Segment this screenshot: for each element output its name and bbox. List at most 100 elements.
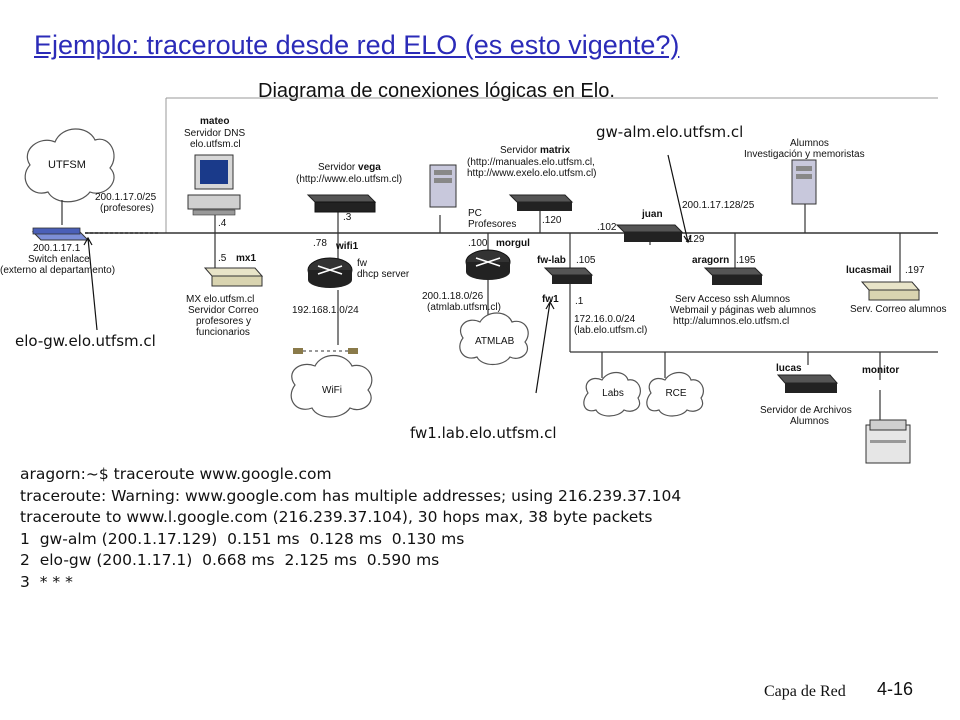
console-line: 2 elo-gw (200.1.17.1) 0.668 ms 2.125 ms … — [20, 551, 440, 569]
mateo-line2: elo.utfsm.cl — [190, 139, 241, 150]
mx1-line2: Servidor Correo — [188, 305, 259, 316]
juan-ip2: .129 — [685, 234, 705, 245]
lucasmail-name: lucasmail — [846, 265, 892, 276]
console-line: aragorn:~$ traceroute www.google.com — [20, 465, 332, 483]
morgul-ip: .100 — [468, 238, 488, 249]
monitor-name: monitor — [862, 365, 900, 376]
switch-ip: 200.1.17.1 — [33, 243, 81, 254]
lucas-line2: Alumnos — [790, 416, 829, 427]
lucasmail-server-icon — [860, 281, 921, 301]
matrix-name: matrix — [540, 145, 571, 156]
alumnos-line1: Alumnos — [790, 138, 829, 149]
fw1-net2: (lab.elo.utfsm.cl) — [574, 325, 648, 336]
vega-name: vega — [358, 162, 381, 173]
wifi1-router-icon — [307, 257, 353, 288]
labs-label: Labs — [602, 388, 624, 399]
elo-gw-arrow — [87, 237, 98, 331]
aragorn-server-icon — [703, 267, 764, 285]
vega-label: Servidor vega — [318, 162, 381, 173]
aragorn-name: aragorn — [692, 255, 730, 266]
wifi-cloud — [290, 354, 373, 418]
matrix-box-icon — [508, 194, 574, 211]
fw-lab-name: fw-lab — [537, 255, 566, 266]
mx1-name: mx1 — [236, 253, 257, 264]
antenna-icons — [293, 348, 358, 354]
page-number: 4-16 — [877, 679, 914, 699]
wifi-cloud-label: WiFi — [322, 385, 342, 396]
labs-cloud — [583, 371, 641, 417]
aragorn-line1: Serv Acceso ssh Alumnos — [675, 294, 791, 305]
callout-arrows — [83, 154, 692, 394]
rce-cloud — [646, 371, 704, 417]
atmlab-label: ATMLAB — [475, 336, 515, 347]
footer-label: Capa de Red — [764, 683, 846, 700]
matrix-server-icon — [429, 164, 457, 208]
lucas-name: lucas — [776, 363, 802, 374]
switch-line2: (externo al departamento) — [0, 265, 116, 276]
fw-lab-ip: .105 — [576, 255, 596, 266]
matrix-label: Servidor matrix — [500, 145, 570, 156]
vega-ip: .3 — [343, 212, 352, 223]
matrix-prefix: Servidor — [500, 145, 541, 156]
fw1-ip: .1 — [575, 296, 584, 307]
gw-alm-arrow — [667, 154, 689, 243]
mx1-ip: .5 — [218, 253, 227, 264]
pc-line2: Profesores — [468, 219, 517, 230]
fw1-name: fw1 — [542, 294, 559, 305]
aragorn-line2: Webmail y páginas web alumnos — [670, 305, 817, 316]
fw1-arrow — [535, 301, 551, 394]
mateo-line1: Servidor DNS — [184, 128, 246, 139]
mateo-server-icon — [187, 154, 241, 216]
console-line: traceroute: Warning: www.google.com has … — [20, 486, 682, 505]
switch-icon — [31, 227, 90, 241]
juan-ip1: .102 — [597, 222, 617, 233]
wifi1-name: wifi1 — [336, 241, 359, 252]
juan-name: juan — [642, 209, 663, 220]
mateo-ip: .4 — [218, 218, 227, 229]
mx1-line1: MX elo.utfsm.cl — [186, 294, 255, 305]
alumnos-server-icon — [791, 159, 817, 205]
console-line: 3 * * * — [20, 572, 73, 591]
alumnos-line2: Investigación y memoristas — [744, 149, 865, 160]
monitor-printer-icon — [865, 419, 911, 464]
mx1-server-icon — [203, 267, 264, 287]
lucas-server-icon — [776, 374, 839, 393]
lucasmail-line1: Serv. Correo alumnos — [850, 304, 947, 315]
mx1-line3: profesores y — [196, 316, 252, 327]
wifi1-net: 192.168.1.0/24 — [292, 305, 359, 316]
utfsm-label: UTFSM — [48, 159, 86, 171]
traceroute-console: aragorn:~$ traceroute www.google.com tra… — [20, 464, 681, 593]
mateo-name: mateo — [200, 116, 230, 127]
fw1-lab-callout: fw1.lab.elo.utfsm.cl — [410, 424, 557, 442]
utfsm-cloud — [24, 128, 115, 203]
vega-server-icon — [306, 194, 377, 213]
morgul-name: morgul — [496, 238, 530, 249]
profesores-net-line1: 200.1.17.0/25 — [95, 192, 157, 203]
rce-label: RCE — [665, 388, 687, 399]
wifi1-ip: .78 — [313, 238, 327, 249]
slide-title: Ejemplo: traceroute desde red ELO (es es… — [34, 30, 680, 60]
matrix-ip: .120 — [542, 215, 562, 226]
fw-lab-server-icon — [543, 267, 594, 284]
elo-gw-callout: elo-gw.elo.utfsm.cl — [15, 332, 156, 350]
pc-line1: PC — [468, 208, 482, 219]
wifi1-line2: dhcp server — [357, 269, 410, 280]
gw-alm-callout: gw-alm.elo.utfsm.cl — [596, 123, 744, 141]
profesores-net-line2: (profesores) — [100, 203, 154, 214]
diagram-title: Diagrama de conexiones lógicas en Elo. — [258, 80, 615, 102]
switch-line1: Switch enlace — [28, 254, 90, 265]
wifi1-line1: fw — [357, 258, 367, 269]
console-line: 1 gw-alm (200.1.17.129) 0.151 ms 0.128 m… — [20, 529, 465, 548]
alumnos-net: 200.1.17.128/25 — [682, 200, 755, 211]
vega-url: (http://www.elo.utfsm.cl) — [296, 174, 403, 185]
morgul-net1: 200.1.18.0/26 — [422, 291, 484, 302]
juan-server-icon — [615, 224, 684, 242]
fw1-net1: 172.16.0.0/24 — [574, 314, 636, 325]
lucas-line1: Servidor de Archivos — [760, 405, 852, 416]
atmlab-cloud — [459, 312, 529, 366]
mx1-line4: funcionarios — [196, 327, 250, 338]
vega-prefix: Servidor — [318, 162, 359, 173]
aragorn-ip: .195 — [736, 255, 756, 266]
morgul-router-icon — [465, 249, 511, 280]
